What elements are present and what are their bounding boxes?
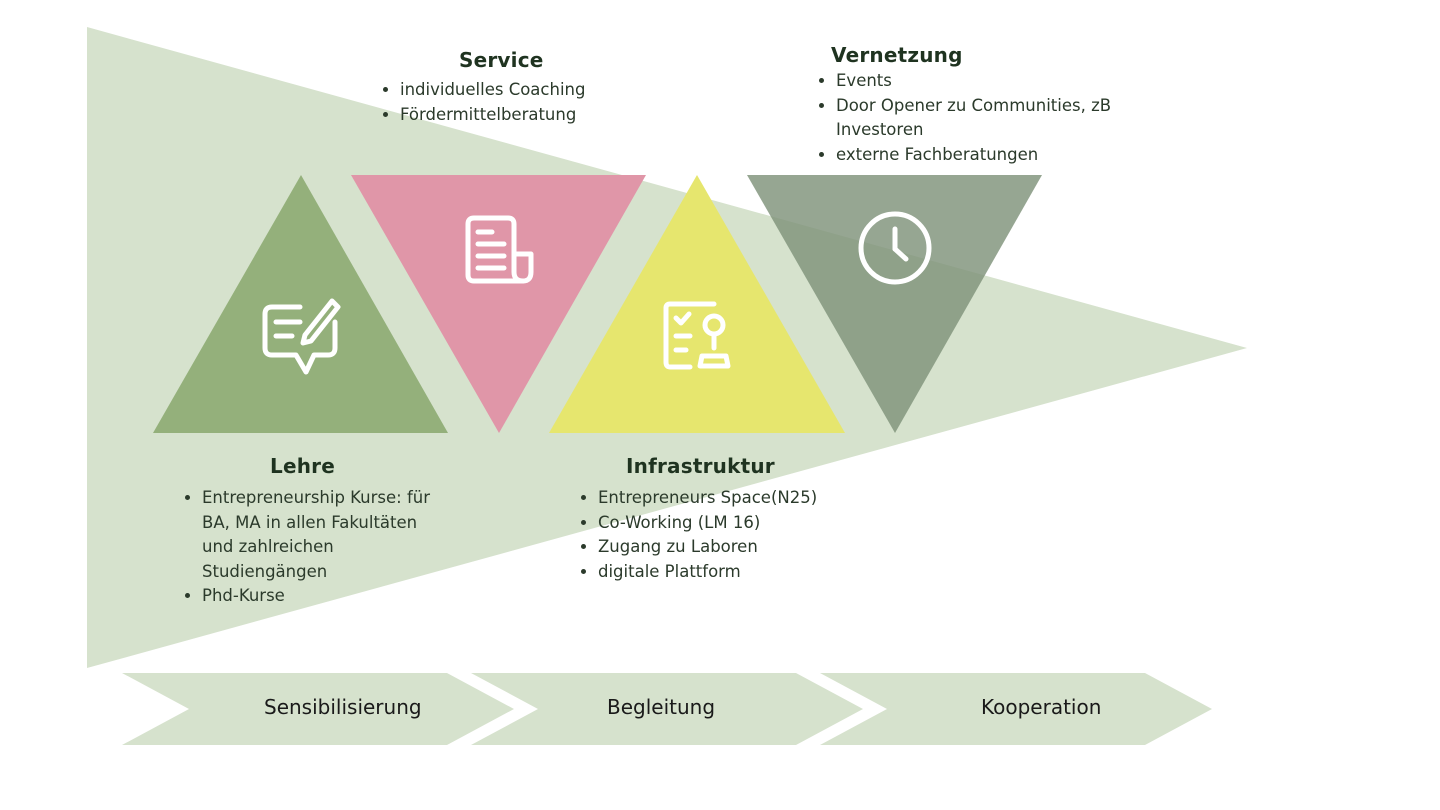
list-item: Fördermittelberatung [400, 103, 680, 128]
triangle-lehre [153, 175, 448, 433]
list-item: Entrepreneurship Kurse: für BA, MA in al… [202, 486, 432, 584]
stage-label-kooperation: Kooperation [981, 695, 1102, 719]
list-vernetzung: Events Door Opener zu Communities, zB In… [816, 69, 1126, 167]
chevron-kooperation [820, 673, 1212, 745]
list-item: Entrepreneurs Space(N25) [598, 486, 868, 511]
triangle-vernetzung [747, 175, 1042, 433]
list-item: Phd-Kurse [202, 584, 432, 609]
list-lehre: Entrepreneurship Kurse: für BA, MA in al… [182, 486, 432, 609]
title-service: Service [459, 48, 544, 72]
block-infrastruktur: Infrastruktur Entrepreneurs Space(N25) C… [578, 454, 868, 584]
title-vernetzung: Vernetzung [831, 43, 963, 67]
stamp-document-icon [663, 301, 731, 370]
list-item: Zugang zu Laboren [598, 535, 868, 560]
list-item: digitale Plattform [598, 560, 868, 585]
clock-icon [858, 211, 932, 285]
list-item: individuelles Coaching [400, 78, 680, 103]
block-service: Service individuelles Coaching Fördermit… [380, 48, 680, 127]
list-item: Events [836, 69, 1126, 94]
chevron-sensibilisierung [122, 673, 514, 745]
stage-label-sensibilisierung: Sensibilisierung [264, 695, 422, 719]
list-infrastruktur: Entrepreneurs Space(N25) Co-Working (LM … [578, 486, 868, 584]
stage-label-begleitung: Begleitung [607, 695, 716, 719]
list-item: Co-Working (LM 16) [598, 511, 868, 536]
title-lehre: Lehre [270, 454, 335, 478]
triangle-service [351, 175, 646, 433]
document-icon [465, 215, 534, 284]
list-item: externe Fachberatungen [836, 143, 1126, 168]
list-item: Door Opener zu Communities, zB Investore… [836, 94, 1126, 143]
chevron-begleitung [471, 673, 863, 745]
title-infrastruktur: Infrastruktur [626, 454, 775, 478]
edit-chat-icon [262, 298, 341, 375]
list-service: individuelles Coaching Fördermittelberat… [380, 78, 680, 127]
block-vernetzung: Vernetzung Events Door Opener zu Communi… [816, 43, 1126, 167]
block-lehre: Lehre Entrepreneurship Kurse: für BA, MA… [182, 454, 432, 609]
